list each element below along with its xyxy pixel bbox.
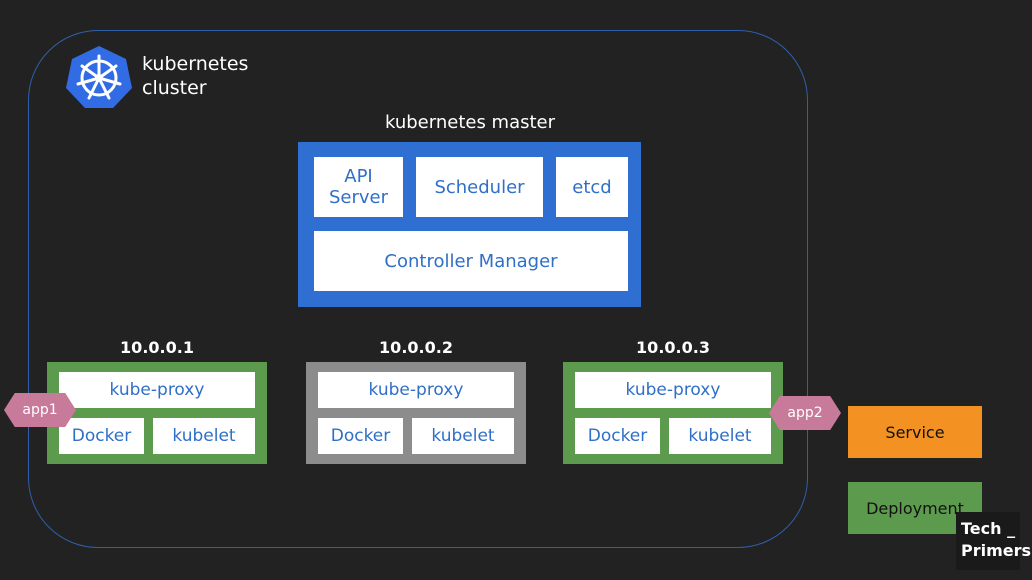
- node-3-ip: 10.0.0.3: [636, 338, 710, 357]
- node-1-kubelet: kubelet: [153, 418, 255, 454]
- cluster-title: kubernetes cluster: [142, 53, 249, 99]
- node-2-kube-proxy: kube-proxy: [318, 372, 514, 408]
- tech-primers-watermark: Tech _ Primers: [956, 512, 1031, 570]
- app2-pod: app2: [769, 396, 841, 430]
- node-1-docker: Docker: [59, 418, 144, 454]
- etcd-box: etcd: [556, 157, 628, 217]
- node-3: kube-proxy Docker kubelet: [563, 362, 783, 464]
- node-2-kubelet: kubelet: [412, 418, 514, 454]
- deployment-legend: Deployment: [848, 482, 982, 534]
- app1-pod: app1: [4, 393, 76, 427]
- node-3-kube-proxy: kube-proxy: [575, 372, 771, 408]
- node-2: kube-proxy Docker kubelet: [306, 362, 526, 464]
- master-title: kubernetes master: [384, 112, 556, 133]
- kubernetes-logo-icon: [66, 46, 132, 108]
- scheduler-box: Scheduler: [416, 157, 543, 217]
- node-1-kube-proxy: kube-proxy: [59, 372, 255, 408]
- node-3-docker: Docker: [575, 418, 660, 454]
- api-server-box: API Server: [314, 157, 403, 217]
- node-2-docker: Docker: [318, 418, 403, 454]
- master-panel: API Server Scheduler etcd Controller Man…: [298, 142, 641, 307]
- node-1-ip: 10.0.0.1: [120, 338, 194, 357]
- node-3-kubelet: kubelet: [669, 418, 771, 454]
- node-1: kube-proxy Docker kubelet: [47, 362, 267, 464]
- controller-manager-box: Controller Manager: [314, 231, 628, 291]
- node-2-ip: 10.0.0.2: [379, 338, 453, 357]
- service-legend: Service: [848, 406, 982, 458]
- cluster-boundary: [28, 30, 808, 548]
